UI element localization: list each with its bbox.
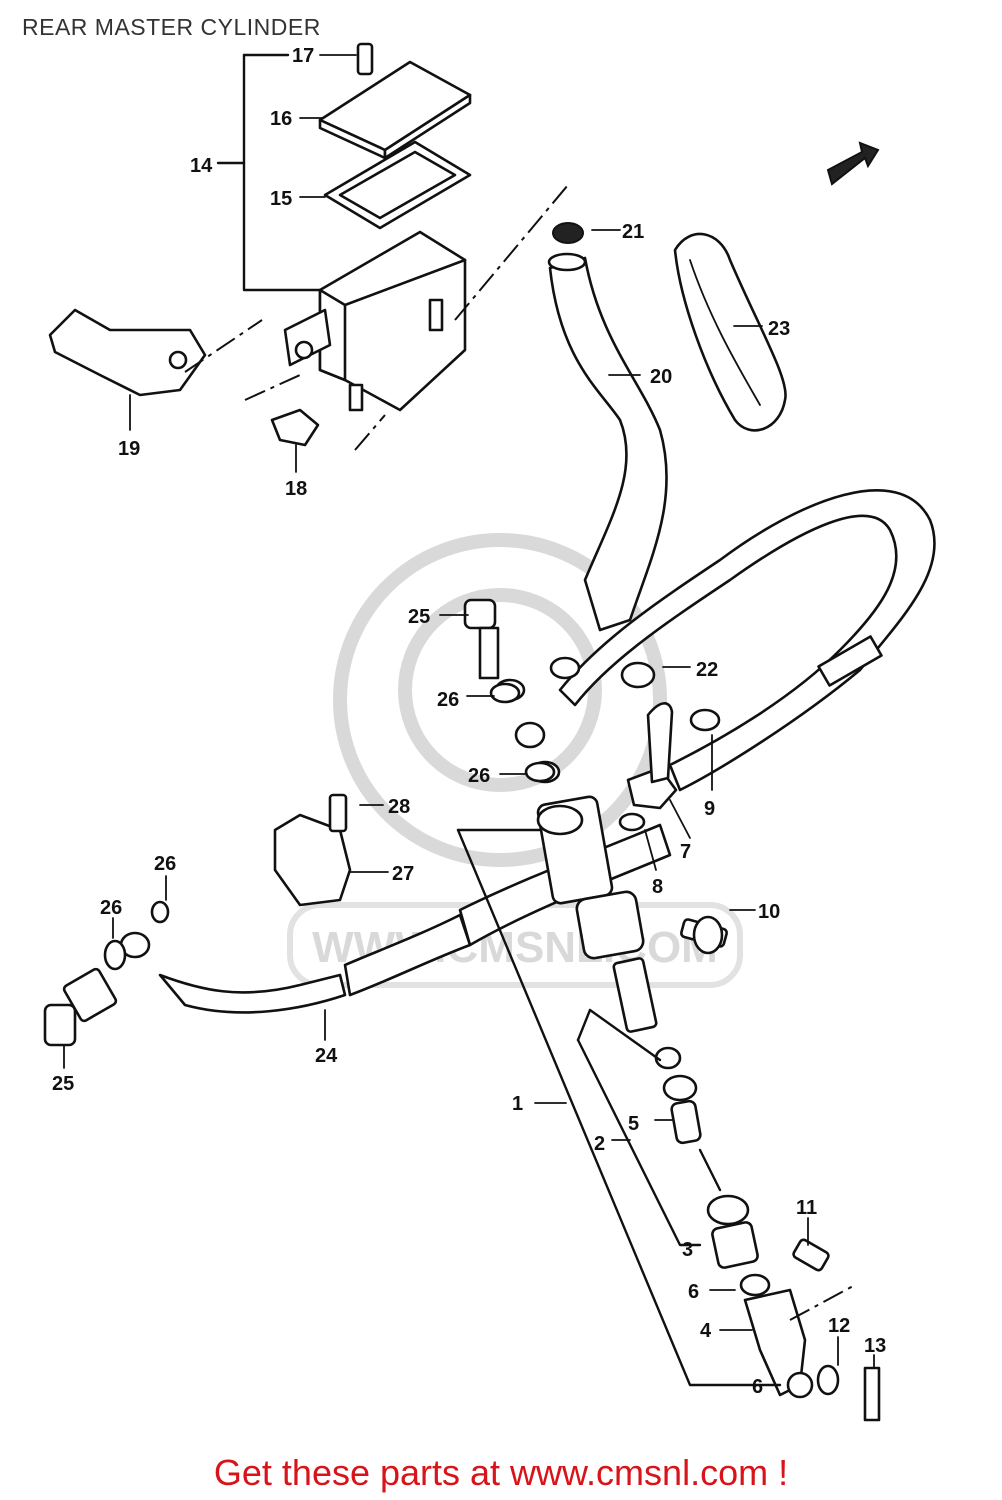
reservoir-assembly (48, 42, 569, 473)
callout-26-upper: 26 (437, 689, 459, 711)
callout-19: 19 (118, 438, 140, 460)
callout-24: 24 (315, 1045, 338, 1067)
callout-8: 8 (652, 876, 663, 898)
callout-14: 14 (190, 155, 213, 177)
callout-11: 11 (796, 1197, 817, 1219)
hose-clamp (273, 793, 352, 907)
callout-17: 17 (292, 45, 314, 67)
callout-28: 28 (388, 796, 410, 818)
protector-hose (673, 232, 787, 432)
callout-6-lower: 6 (752, 1376, 763, 1398)
callout-27: 27 (392, 863, 414, 885)
callout-26-left: 26 (100, 897, 122, 919)
callout-26-middle: 26 (468, 765, 490, 787)
callout-18: 18 (285, 478, 307, 500)
callout-16: 16 (270, 108, 292, 130)
callout-15: 15 (270, 188, 292, 210)
callout-10: 10 (758, 901, 780, 923)
callout-6-upper: 6 (688, 1281, 699, 1303)
callout-21: 21 (622, 221, 644, 243)
callout-1: 1 (512, 1093, 523, 1115)
callout-5: 5 (628, 1113, 639, 1135)
callout-4: 4 (700, 1320, 712, 1342)
callout-26-left-top: 26 (154, 853, 176, 875)
union-bolt-lower (43, 900, 170, 1047)
callout-20: 20 (650, 366, 672, 388)
reservoir-hose (547, 222, 668, 632)
callout-13: 13 (864, 1335, 886, 1357)
callout-9: 9 (704, 798, 715, 820)
footer-shop-link[interactable]: Get these parts at www.cmsnl.com ! (213, 1452, 789, 1493)
brake-hose-upper (514, 489, 936, 792)
diagram-title: REAR MASTER CYLINDER (22, 14, 321, 40)
callout-7: 7 (680, 841, 691, 863)
callout-22: 22 (696, 659, 718, 681)
callout-12: 12 (828, 1315, 850, 1337)
callout-23: 23 (768, 318, 790, 340)
callout-2: 2 (594, 1133, 605, 1155)
master-cylinder (463, 598, 881, 1422)
callout-25-lower: 25 (52, 1073, 74, 1095)
callout-3: 3 (682, 1239, 693, 1261)
callout-25-upper: 25 (408, 606, 430, 628)
front-arrow-icon (826, 141, 880, 186)
